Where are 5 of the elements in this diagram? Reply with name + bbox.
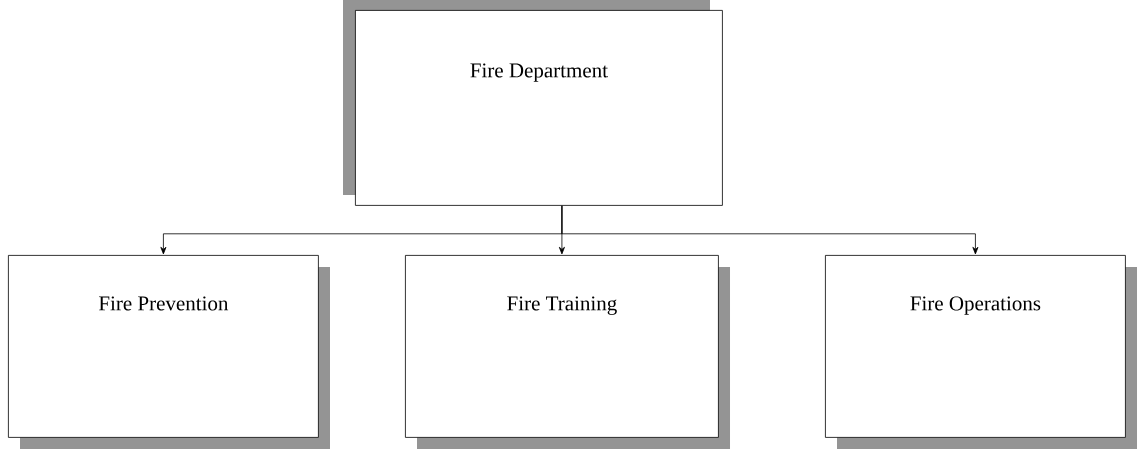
division-box: Fire Operations — [825, 255, 1137, 449]
department-box: Fire Department — [343, 0, 723, 206]
division-box: Fire Prevention — [8, 255, 330, 449]
division-box: Fire Training — [405, 255, 730, 449]
arrow — [561, 205, 979, 255]
